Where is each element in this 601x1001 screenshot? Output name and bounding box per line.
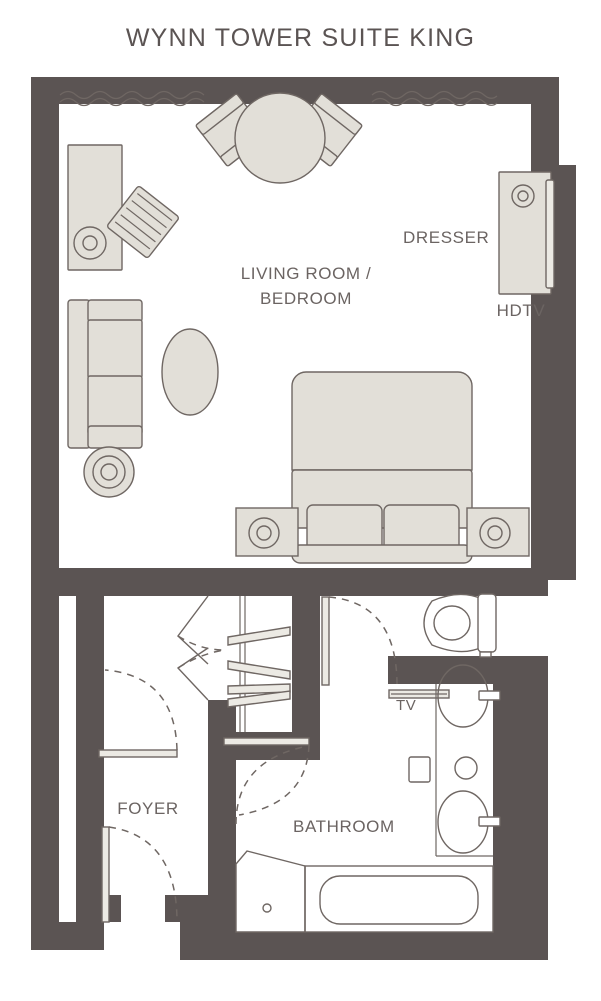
hdtv-panel [545, 179, 555, 289]
wall-foyer-threshold-right-ext [165, 895, 208, 922]
bed-headboard [291, 544, 473, 564]
wall-right-upper [531, 104, 559, 165]
bathtub [304, 865, 494, 933]
wall-livingroom-bottom-right [208, 568, 548, 596]
foyer-door [98, 669, 178, 758]
wall-foyer-bottom-left [31, 922, 104, 950]
wall-bathroom-left-lower [208, 824, 236, 960]
window-drapery-left [59, 90, 205, 107]
wall-foyer-inner [76, 568, 104, 950]
sofa [67, 299, 143, 449]
wall-top [44, 77, 559, 104]
wall-bathroom-toilet-alcove [388, 656, 548, 684]
wall-closet-bottom [208, 732, 320, 760]
label-foyer: FOYER [117, 799, 179, 818]
label-bathroom: BATHROOM [293, 817, 395, 836]
wall-bathroom-left-upper [208, 760, 236, 824]
king-bed [291, 371, 473, 564]
entry-door [101, 826, 178, 923]
label-hdtv: HDTV [497, 301, 546, 320]
label-tv: TV [396, 697, 416, 714]
walls [31, 77, 576, 960]
wall-left-outer [31, 77, 59, 950]
round-side-table [83, 446, 135, 498]
desk [67, 144, 123, 271]
toilet [423, 593, 497, 658]
wall-foyer-bottom-jog [76, 895, 104, 922]
label-dresser: DRESSER [403, 228, 489, 247]
nightstand-right [466, 507, 530, 557]
closet-outer-door [223, 737, 310, 816]
wall-closet-right [292, 568, 320, 732]
wall-bathroom-bottom [208, 932, 548, 960]
dresser [498, 171, 552, 295]
wall-closet-top-left [208, 568, 236, 596]
oval-coffee-table [161, 328, 219, 416]
label-living-room-line2: BEDROOM [260, 289, 352, 308]
vanity-sink-upper [437, 664, 501, 728]
vanity-accessory [408, 756, 478, 783]
vanity-sink-lower [437, 790, 501, 854]
nightstand-left [235, 507, 299, 557]
shower [235, 850, 306, 933]
window-drapery-right [371, 90, 498, 107]
hall-door [321, 596, 398, 686]
closet-rods [227, 626, 291, 708]
wall-right-jog [531, 165, 576, 580]
page-title: WYNN TOWER SUITE KING [125, 24, 476, 52]
desk-chair [107, 186, 179, 258]
label-living-room-line1: LIVING ROOM / [241, 264, 372, 283]
wall-bathroom-right [493, 684, 548, 960]
bathroom-door [235, 745, 309, 825]
dining-table [234, 92, 326, 184]
